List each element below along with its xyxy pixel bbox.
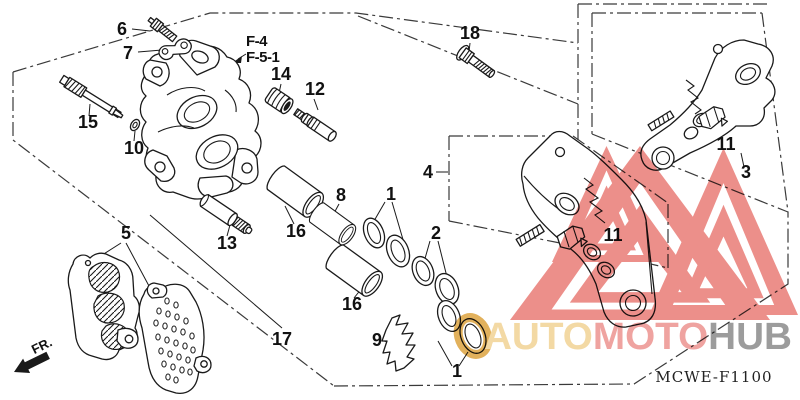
callout-8: 8 bbox=[336, 185, 346, 205]
callout-labels: 6 7 15 10 14 12 13 5 16 8 1 2 16 17 9 1 … bbox=[78, 19, 751, 381]
callout-12: 12 bbox=[305, 79, 325, 99]
reference-f51: F-5-1 bbox=[246, 49, 279, 66]
brake-pad-inner bbox=[67, 252, 141, 361]
washer-10 bbox=[129, 118, 141, 132]
dust-seal-2a bbox=[411, 255, 435, 287]
watermark-text-auto: AUTO bbox=[484, 316, 593, 358]
callout-16-lower: 16 bbox=[342, 294, 362, 314]
boot-14 bbox=[264, 87, 294, 115]
callout-10: 10 bbox=[124, 138, 144, 158]
watermark: AUTOMOTOHUB bbox=[453, 146, 798, 359]
callout-18: 18 bbox=[460, 23, 480, 43]
callout-7: 7 bbox=[123, 43, 133, 63]
front-direction-indicator: FR. bbox=[14, 334, 54, 374]
caliper-body bbox=[139, 39, 262, 200]
pin-bolt-15 bbox=[59, 74, 124, 119]
watermark-text: AUTOMOTOHUB bbox=[484, 316, 792, 358]
brake-pad-outer bbox=[138, 282, 212, 394]
part-code: MCWE-F1100 bbox=[655, 368, 772, 386]
callout-5: 5 bbox=[121, 223, 131, 243]
watermark-text-moto: MOTO bbox=[593, 316, 708, 358]
pad-pin bbox=[647, 110, 675, 132]
watermark-triangle-icon bbox=[649, 148, 798, 315]
callout-4: 4 bbox=[423, 162, 433, 182]
watermark-ring-icon bbox=[453, 313, 493, 359]
pad-pin bbox=[515, 223, 545, 247]
callout-1-lower: 1 bbox=[452, 361, 462, 381]
callout-17: 17 bbox=[272, 329, 292, 349]
callout-14: 14 bbox=[271, 64, 291, 84]
dust-seal-2b bbox=[434, 272, 460, 306]
bleed-screw-6 bbox=[147, 16, 178, 43]
pad-retainer-11-inset bbox=[698, 106, 729, 130]
front-direction-label: FR. bbox=[29, 334, 54, 357]
callout-3: 3 bbox=[741, 162, 751, 182]
callout-1-upper: 1 bbox=[386, 184, 396, 204]
sleeve-bolt-13 bbox=[199, 194, 253, 235]
callout-6: 6 bbox=[117, 19, 127, 39]
pad-spring-9 bbox=[381, 314, 416, 372]
caliper-bracket-3 bbox=[640, 39, 776, 171]
watermark-text-hub: HUB bbox=[708, 316, 792, 358]
piston-seal-1b bbox=[385, 234, 411, 268]
callout-16-upper: 16 bbox=[286, 221, 306, 241]
callout-9: 9 bbox=[372, 330, 382, 350]
piston-seal-1a bbox=[362, 217, 386, 249]
piston-8 bbox=[308, 202, 357, 246]
pin-bolt-12 bbox=[293, 108, 337, 142]
clip-7 bbox=[158, 38, 192, 61]
pad-perforations bbox=[153, 297, 196, 384]
piston-16-lower bbox=[325, 244, 384, 297]
callout-15: 15 bbox=[78, 112, 98, 132]
flange-bolt-18 bbox=[456, 44, 496, 78]
callout-2: 2 bbox=[431, 223, 441, 243]
callout-13: 13 bbox=[217, 233, 237, 253]
reference-f4: F-4 bbox=[246, 33, 268, 50]
callout-11-inset: 11 bbox=[716, 134, 735, 154]
front-arrow-icon bbox=[14, 351, 50, 374]
